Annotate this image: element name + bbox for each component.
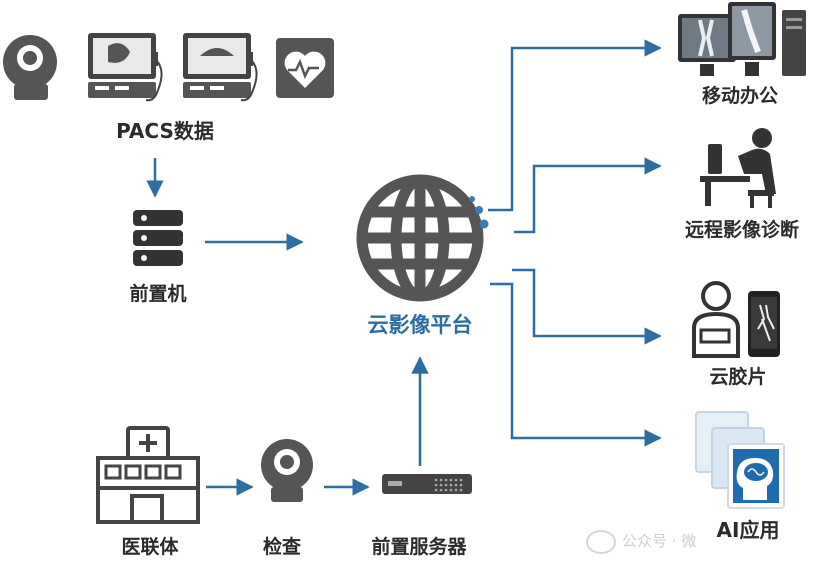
server-stack-icon — [133, 210, 183, 266]
watermark: 公众号 · 微 — [586, 524, 826, 558]
arrow-cloud-to-cloud-film — [512, 268, 662, 345]
ai-brain-icon — [695, 411, 785, 509]
watermark-text: 公众号 · 微 — [622, 532, 697, 550]
frontend-machine-label: 前置机 — [129, 282, 186, 305]
cloud-platform-label: 云影像平台 — [368, 313, 473, 337]
frontend-server-label: 前置服务器 — [371, 535, 467, 558]
ultrasound-machine-icon — [88, 33, 163, 102]
doctor-at-desk-icon — [700, 128, 776, 208]
arrow-cloud-to-mobile-office — [488, 39, 662, 212]
wechat-icon — [586, 529, 616, 554]
arrow-cloud-to-ai-app — [490, 282, 662, 447]
patient-with-phone-icon — [692, 281, 780, 358]
signal-dots-icon — [469, 196, 489, 229]
mobile-office-label: 移动办公 — [702, 84, 778, 107]
hospital-icon — [96, 426, 200, 524]
globe-icon — [356, 174, 484, 302]
ct-scanner-icon-2 — [261, 439, 313, 502]
remote-diagnosis-label: 远程影像诊断 — [685, 218, 799, 241]
exam-label: 检查 — [263, 535, 302, 558]
ai-app-label: AI应用 — [717, 518, 780, 542]
pacs-label: PACS数据 — [116, 119, 214, 143]
ct-scanner-icon — [3, 35, 57, 100]
arrow-cloud-to-remote-diagnosis — [514, 157, 662, 234]
rack-server-icon — [382, 474, 472, 494]
medical-alliance-label: 医联体 — [121, 535, 179, 558]
xray-workstation-icon — [678, 2, 806, 76]
heart-monitor-icon — [276, 38, 334, 98]
cloud-film-label: 云胶片 — [709, 365, 766, 388]
ultrasound-machine-icon-2 — [183, 33, 258, 102]
